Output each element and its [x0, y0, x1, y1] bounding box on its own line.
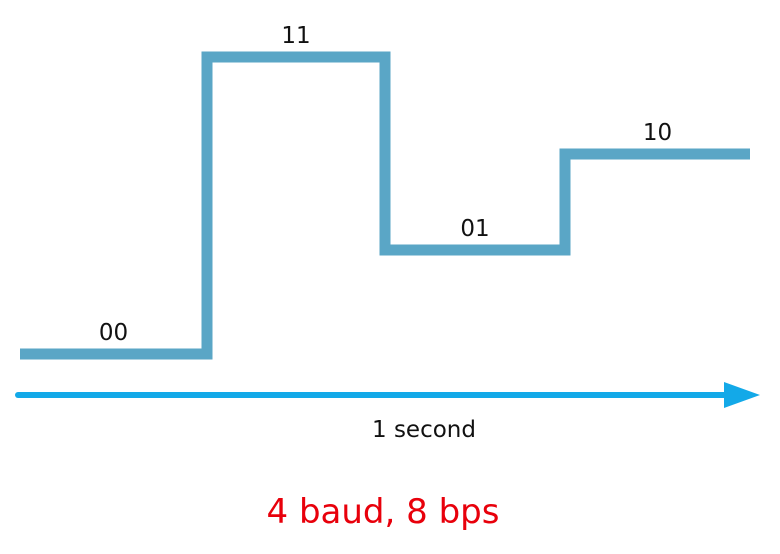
- time-axis-arrowhead: [724, 382, 760, 408]
- signal-waveform: [20, 51, 750, 360]
- symbol-labels: 00 11 01 10: [99, 23, 672, 346]
- symbol-label-00: 00: [99, 320, 128, 346]
- symbol-label-11: 11: [281, 23, 310, 49]
- time-axis-label: 1 second: [372, 417, 476, 443]
- caption: 4 baud, 8 bps: [267, 492, 500, 532]
- symbol-label-10: 10: [643, 120, 672, 146]
- symbol-label-01: 01: [460, 216, 489, 242]
